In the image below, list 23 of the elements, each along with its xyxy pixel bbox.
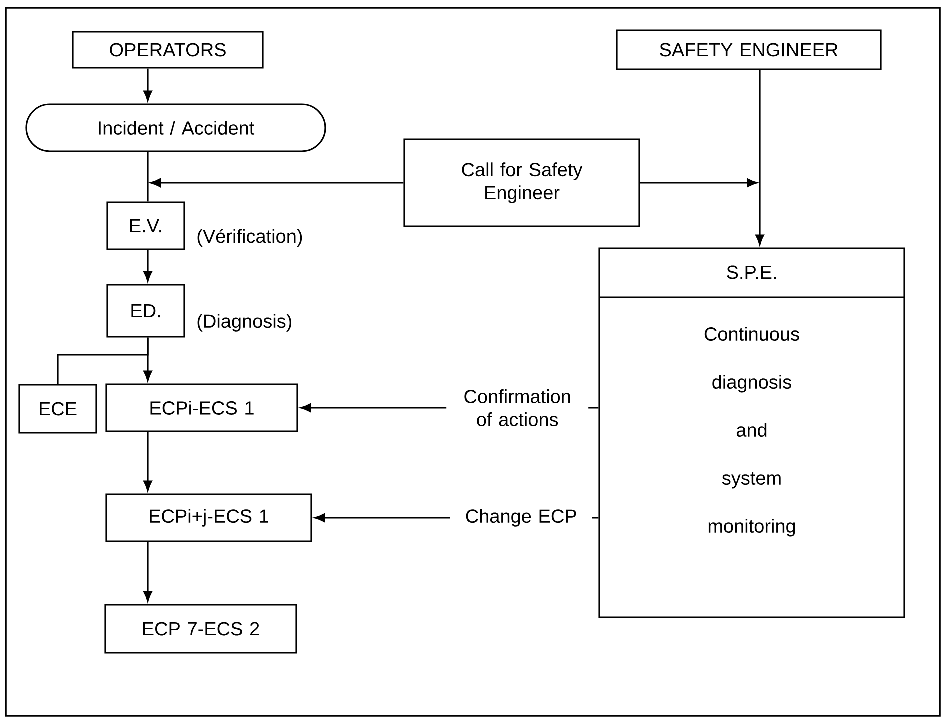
arrow [144,68,152,102]
process-box: ED. [106,284,186,338]
rounded-box: Incident / Accident [26,104,326,152]
process-box: ECPi-ECS 1 [106,384,298,432]
process-box: E.V. [106,202,186,250]
process-box: ECPi+j-ECS 1 [106,494,312,542]
edge-label: Confirmation of actions [446,388,589,428]
arrow [144,338,152,382]
titled-box: S.P.E. Continuous diagnosis and system monitoring [598,248,906,618]
arrow [144,432,152,492]
process-box: OPERATORS [72,31,264,69]
process-box: ECP 7-ECS 2 [104,604,298,654]
arrow [144,542,152,602]
arrow [756,70,764,246]
note-text: (Vérification) [198,229,302,247]
arrow [640,178,758,188]
arrow [150,178,404,188]
process-box: ECE [18,384,98,434]
edge-label: Change ECP [450,508,592,528]
process-box: Call for Safety Engineer [404,138,640,228]
arrow [144,250,152,282]
process-box: SAFETY ENGINEER [616,30,882,70]
note-text: (Diagnosis) [198,314,292,332]
